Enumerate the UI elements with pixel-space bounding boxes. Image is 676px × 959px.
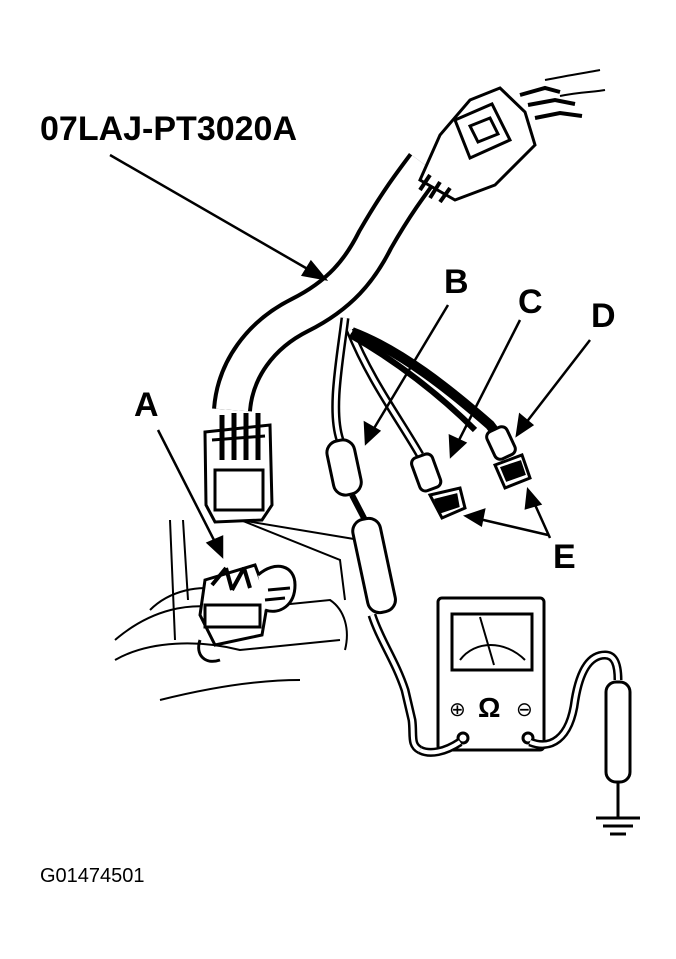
leader-lines xyxy=(109,153,591,559)
connector-d xyxy=(485,425,532,490)
part-number-label: 07LAJ-PT3020A xyxy=(40,110,298,148)
callout-c: C xyxy=(518,283,543,321)
callout-b: B xyxy=(444,263,469,301)
multimeter xyxy=(436,596,546,752)
ground-icon xyxy=(596,816,640,836)
harness-connector-upper xyxy=(418,69,606,204)
meter-leads xyxy=(417,650,623,757)
breakout-leads xyxy=(331,317,509,458)
sensor-a xyxy=(197,563,297,663)
callout-e: E xyxy=(553,538,576,576)
probe-b xyxy=(325,438,423,755)
callout-d: D xyxy=(591,297,616,335)
callout-a: A xyxy=(134,386,159,424)
meter-ohm-symbol: Ω xyxy=(478,692,501,723)
ground-probe xyxy=(604,680,632,818)
harness-connector-lower xyxy=(203,413,274,524)
test-harness-cable xyxy=(212,153,442,413)
figure-id: G01474501 xyxy=(40,865,145,887)
meter-minus-symbol: ⊖ xyxy=(516,699,533,721)
connector-c xyxy=(410,452,467,520)
meter-plus-symbol: ⊕ xyxy=(449,699,466,721)
